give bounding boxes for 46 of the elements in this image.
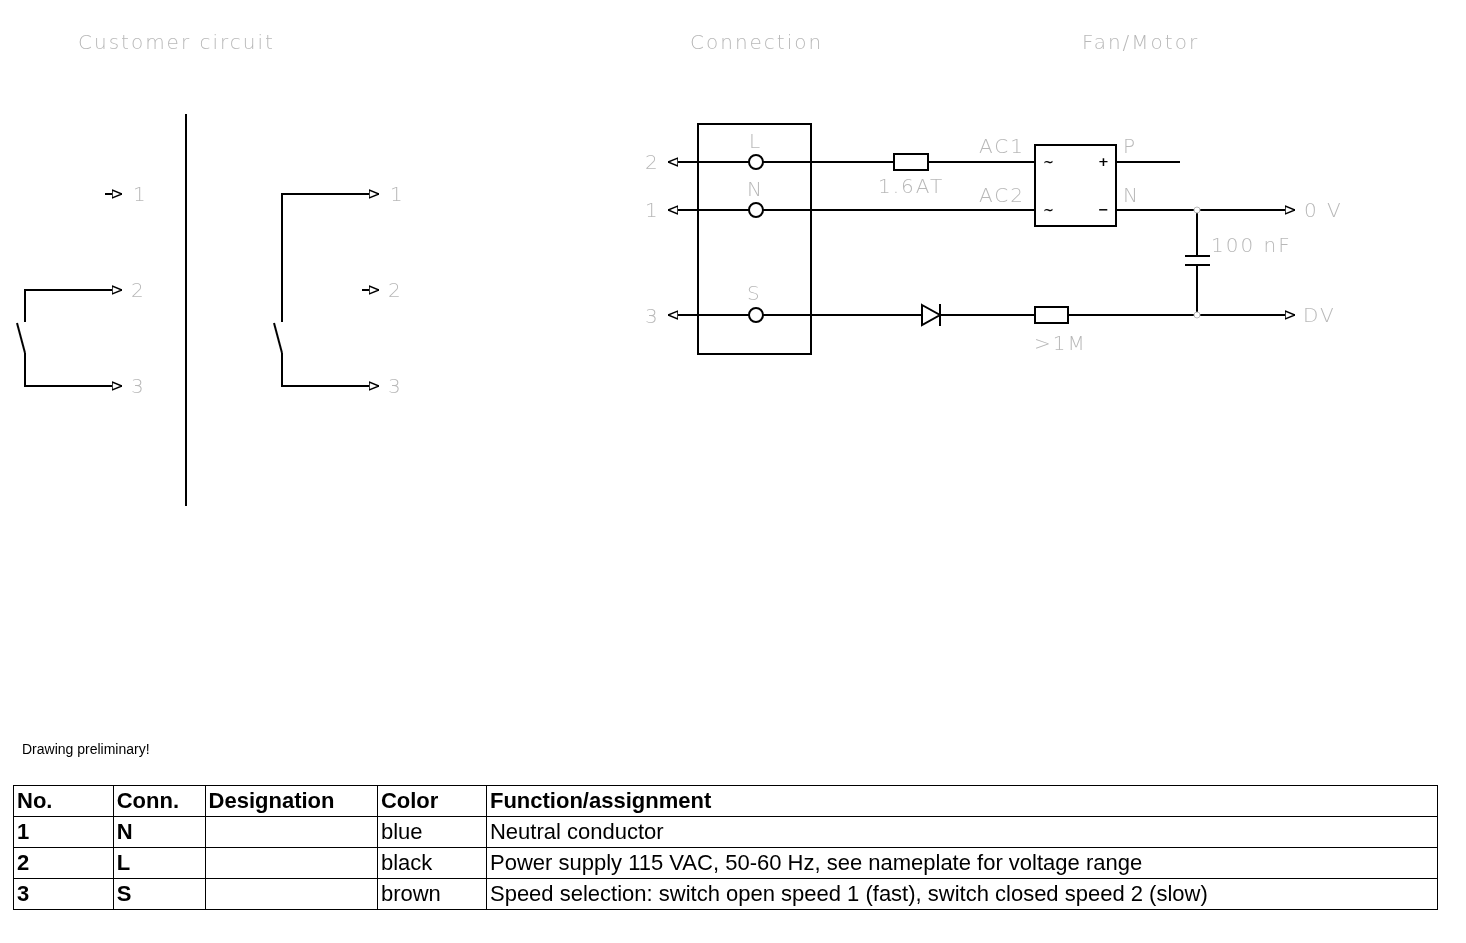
terminal-number: 1 [390,182,405,206]
signal-label: 0 V [1304,198,1343,222]
header-cell: Color [377,785,487,817]
header-cell: Function/assignment [486,785,1438,817]
terminal-number: 1 [133,182,148,206]
section-title: Fan/Motor [1082,30,1200,54]
note-text: Drawing preliminary! [22,740,150,758]
table-cell: N [113,816,206,848]
pin-sign: ~ [1043,154,1054,170]
terminal-number: 3 [388,374,403,398]
table-cell: brown [377,878,487,910]
pin-sign: − [1098,202,1109,218]
terminal-label: L [749,129,763,153]
component-value: 1.6AT [878,174,945,198]
table-cell: Speed selection: switch open speed 1 (fast), switch closed speed 2 (slow) [486,878,1438,910]
terminal-number: 2 [645,150,660,174]
table-cell: L [113,847,206,879]
pin-label: AC1 [979,134,1026,158]
component-value: >1M [1034,331,1087,355]
terminal-label: N [747,177,764,201]
signal-label: DV [1303,303,1336,327]
table-cell: black [377,847,487,879]
header-cell: Conn. [113,785,206,817]
pin-sign: ~ [1043,202,1054,218]
table-cell: 1 [13,816,114,848]
section-title: Connection [690,30,824,54]
terminal-number: 3 [645,304,660,328]
pin-label: AC2 [979,183,1026,207]
section-title: Customer circuit [78,30,275,54]
header-cell: No. [13,785,114,817]
table-cell: Neutral conductor [486,816,1438,848]
component-value: 100 nF [1211,233,1292,257]
terminal-number: 2 [131,278,146,302]
table-cell: 2 [13,847,114,879]
terminal-label: S [747,281,762,305]
terminal-number: 1 [645,198,660,222]
pin-label: P [1123,134,1138,158]
table-cell: S [113,878,206,910]
header-cell: Designation [205,785,378,817]
terminal-number: 3 [131,374,146,398]
pin-label: N [1123,183,1140,207]
table-cell: Power supply 115 VAC, 50-60 Hz, see nameplate for voltage range [486,847,1438,879]
pin-sign: + [1098,154,1109,170]
table-cell: 3 [13,878,114,910]
terminal-number: 2 [388,278,403,302]
table-cell: blue [377,816,487,848]
